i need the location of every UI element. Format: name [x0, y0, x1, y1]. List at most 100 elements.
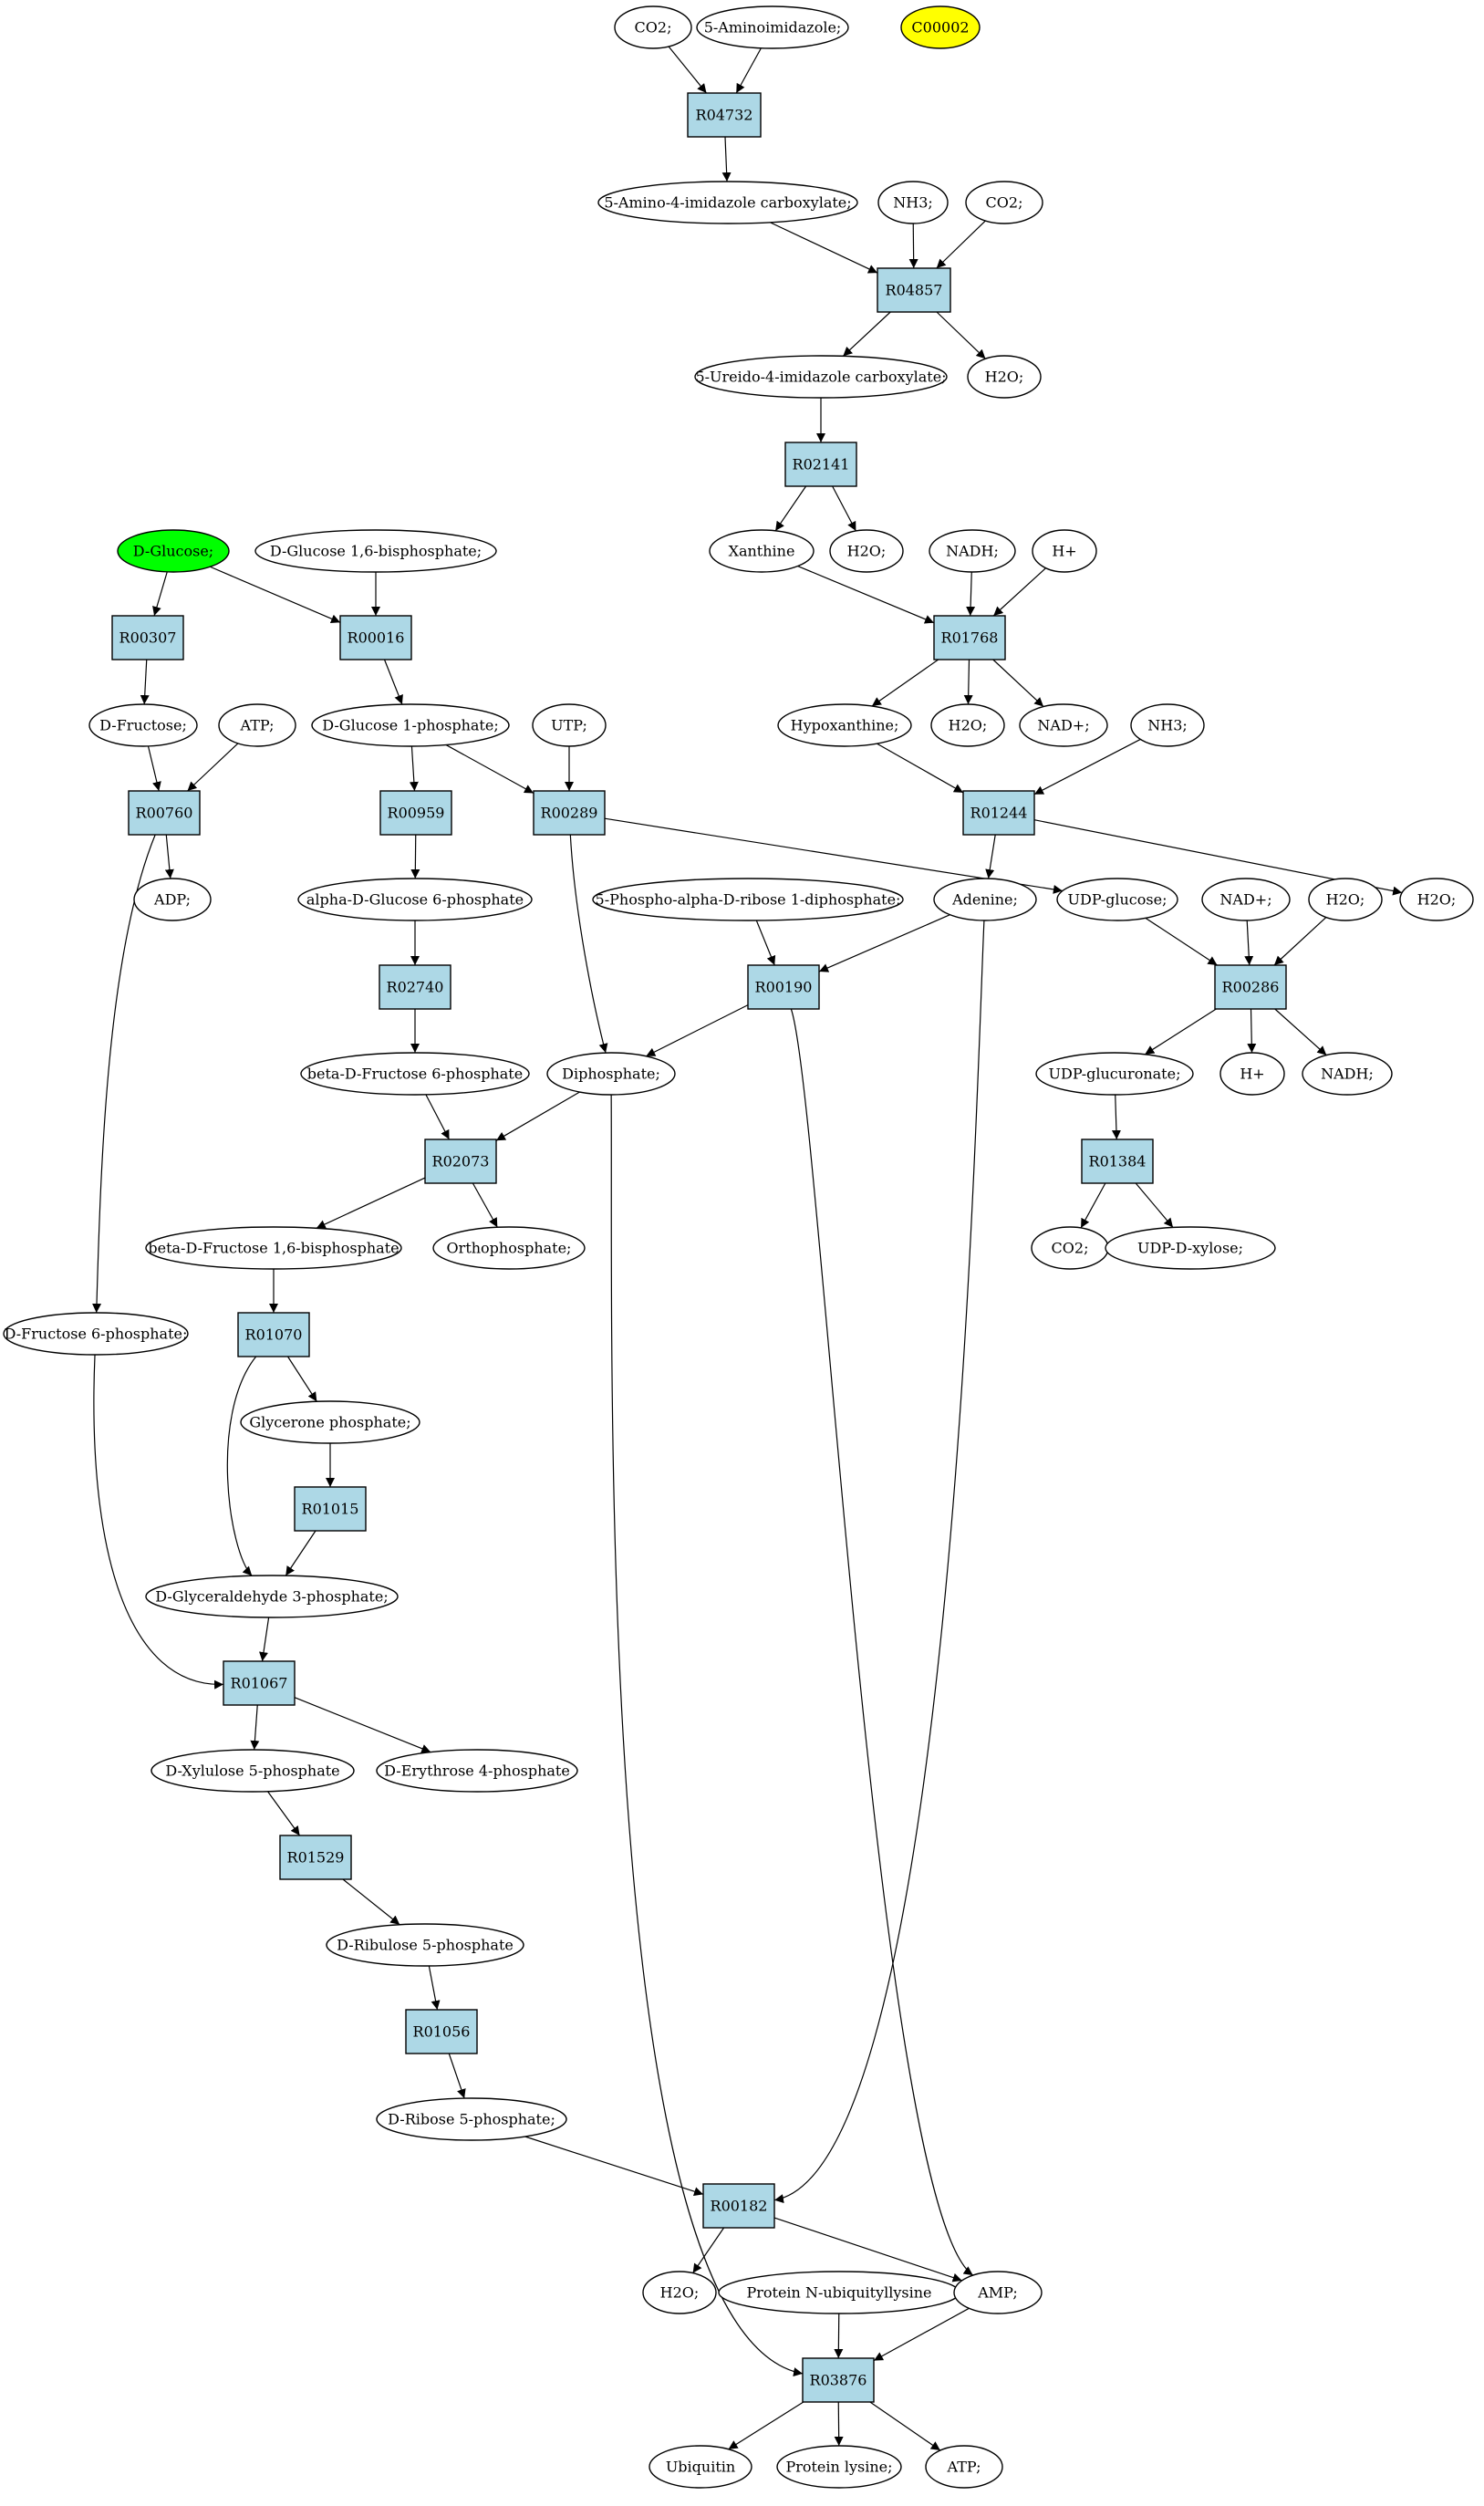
compound-node-h2o_2[interactable]: H2O; [829, 529, 904, 573]
compound-node-nadplus_1[interactable]: NAD+; [1019, 703, 1108, 747]
compound-node-utp[interactable]: UTP; [532, 703, 607, 747]
edge-R00286-to-hplus_2 [1247, 1008, 1257, 1054]
reaction-box [294, 1486, 367, 1532]
compound-node-dglucose[interactable]: D-Glucose; [117, 529, 230, 573]
reaction-node-R00182[interactable]: R00182 [702, 2183, 775, 2229]
reaction-node-R04857[interactable]: R04857 [877, 267, 951, 313]
reaction-node-R01529[interactable]: R01529 [279, 1835, 352, 1880]
reaction-node-R00016[interactable]: R00016 [339, 615, 412, 660]
compound-node-h2o_4[interactable]: H2O; [1308, 878, 1383, 921]
reaction-box [223, 1660, 296, 1706]
compound-node-nadplus_2[interactable]: NAD+; [1201, 878, 1291, 921]
edge-nh3_2-to-R01244 [1033, 738, 1141, 795]
compound-node-udpglucose[interactable]: UDP-glucose; [1056, 878, 1178, 921]
compound-node-udpglucuronate[interactable]: UDP-glucuronate; [1035, 1052, 1194, 1096]
compound-node-co2_2[interactable]: CO2; [965, 181, 1043, 224]
reaction-node-R04732[interactable]: R04732 [687, 92, 762, 138]
compound-node-g16bp[interactable]: D-Glucose 1,6-bisphosphate; [254, 529, 497, 573]
compound-node-aicar[interactable]: 5-Amino-4-imidazole carboxylate; [597, 181, 858, 224]
compound-node-co2_1[interactable]: CO2; [614, 5, 692, 49]
reaction-node-R01384[interactable]: R01384 [1081, 1139, 1154, 1184]
compound-label: NAD+; [1219, 891, 1271, 909]
compound-node-prpp[interactable]: 5-Phospho-alpha-D-ribose 1-diphosphate; [592, 878, 904, 921]
reaction-node-R00286[interactable]: R00286 [1214, 964, 1287, 1010]
compound-node-nh3_1[interactable]: NH3; [877, 181, 949, 224]
compound-label: D-Fructose; [99, 717, 187, 734]
compound-node-co2_3[interactable]: CO2; [1031, 1226, 1109, 1270]
compound-node-proteinlysine[interactable]: Protein lysine; [776, 2445, 902, 2489]
compound-ellipse [376, 1749, 578, 1793]
compound-node-g3p[interactable]: D-Glyceraldehyde 3-phosphate; [145, 1575, 399, 1618]
compound-node-nadh_1[interactable]: NADH; [929, 529, 1016, 573]
reaction-node-R02141[interactable]: R02141 [784, 442, 857, 487]
compound-node-r5p[interactable]: D-Ribose 5-phosphate; [376, 2097, 567, 2141]
reaction-node-R00190[interactable]: R00190 [747, 964, 820, 1010]
compound-ellipse [546, 1052, 676, 1096]
reaction-node-R01244[interactable]: R01244 [962, 790, 1035, 836]
compound-node-amp[interactable]: AMP; [953, 2271, 1043, 2314]
compound-node-udpxylose[interactable]: UDP-D-xylose; [1105, 1226, 1276, 1270]
reaction-node-R01070[interactable]: R01070 [237, 1312, 310, 1357]
compound-node-ubiquitin[interactable]: Ubiquitin [649, 2445, 752, 2489]
compound-node-h2o_3[interactable]: H2O; [930, 703, 1005, 747]
compound-node-xanthine[interactable]: Xanthine [709, 529, 815, 573]
reaction-node-R00307[interactable]: R00307 [111, 615, 184, 660]
compound-node-diphosphate[interactable]: Diphosphate; [546, 1052, 676, 1096]
compound-node-hplus_1[interactable]: H+ [1032, 529, 1097, 573]
reaction-node-R01056[interactable]: R01056 [405, 2009, 478, 2054]
compound-label: Orthophosphate; [447, 1240, 572, 1257]
compound-label: Diphosphate; [562, 1066, 660, 1083]
reaction-node-R00289[interactable]: R00289 [533, 790, 606, 836]
compound-node-bf16bp[interactable]: beta-D-Fructose 1,6-bisphosphate [145, 1226, 402, 1270]
compound-node-c00002[interactable]: C00002 [900, 5, 981, 49]
compound-node-h2o_6[interactable]: H2O; [642, 2271, 717, 2314]
compound-node-adp[interactable]: ADP; [133, 878, 212, 921]
compound-node-h2o_5[interactable]: H2O; [1399, 878, 1474, 921]
compound-node-bf6p[interactable]: beta-D-Fructose 6-phosphate [300, 1052, 530, 1096]
reaction-label: R02141 [793, 456, 850, 473]
reaction-box [877, 267, 951, 313]
compound-node-glyceronep[interactable]: Glycerone phosphate; [240, 1400, 420, 1444]
compound-node-hypoxanthine[interactable]: Hypoxanthine; [777, 703, 912, 747]
compound-node-g1p[interactable]: D-Glucose 1-phosphate; [311, 703, 510, 747]
compound-node-ru5p[interactable]: D-Ribulose 5-phosphate [326, 1923, 524, 1967]
compound-node-ag6p[interactable]: alpha-D-Glucose 6-phosphate [297, 878, 533, 921]
edge-aminoimidazole-to-R04732 [735, 47, 762, 94]
compound-node-e4p[interactable]: D-Erythrose 4-phosphate [376, 1749, 578, 1793]
reaction-box [784, 442, 857, 487]
compound-ellipse [953, 2271, 1043, 2314]
reaction-label: R01768 [941, 629, 999, 647]
compound-node-xu5p[interactable]: D-Xylulose 5-phosphate [150, 1749, 355, 1793]
compound-node-proteinubi[interactable]: Protein N-ubiquityllysine [718, 2271, 960, 2314]
compound-ellipse [930, 703, 1005, 747]
reaction-node-R01768[interactable]: R01768 [933, 615, 1006, 660]
compound-node-atp_2[interactable]: ATP; [925, 2445, 1003, 2489]
compound-node-adenine[interactable]: Adenine; [933, 878, 1037, 921]
compound-node-h2o_1[interactable]: H2O; [967, 355, 1042, 399]
reaction-node-R00760[interactable]: R00760 [128, 790, 201, 836]
compound-node-df6p[interactable]: D-Fructose 6-phosphate; [3, 1312, 189, 1356]
compound-ellipse [877, 181, 949, 224]
reaction-node-R02073[interactable]: R02073 [424, 1139, 497, 1184]
compound-node-nh3_2[interactable]: NH3; [1130, 703, 1205, 747]
compound-node-ureido[interactable]: 5-Ureido-4-imidazole carboxylate; [694, 355, 948, 399]
compound-label: Xanthine [729, 543, 795, 560]
reaction-node-R01067[interactable]: R01067 [223, 1660, 296, 1706]
compound-label: UDP-glucose; [1068, 891, 1167, 909]
edge-R00190-to-amp [790, 1008, 974, 2276]
compound-node-aminoimidazole[interactable]: 5-Aminoimidazole; [696, 5, 849, 49]
compound-node-nadh_2[interactable]: NADH; [1302, 1052, 1393, 1096]
edge-h2o_4-to-R00286 [1273, 917, 1327, 966]
compound-node-dfructose[interactable]: D-Fructose; [88, 703, 198, 747]
compound-ellipse [1032, 529, 1097, 573]
edge-dglucose-to-R00016 [210, 566, 341, 623]
reaction-box [405, 2009, 478, 2054]
compound-node-atp_1[interactable]: ATP; [218, 703, 296, 747]
reaction-node-R01015[interactable]: R01015 [294, 1486, 367, 1532]
compound-node-hplus_2[interactable]: H+ [1219, 1052, 1285, 1096]
compound-node-orthophosphate[interactable]: Orthophosphate; [432, 1226, 586, 1270]
reaction-node-R02740[interactable]: R02740 [379, 964, 451, 1010]
reaction-node-R03876[interactable]: R03876 [802, 2357, 875, 2403]
reaction-node-R00959[interactable]: R00959 [379, 790, 452, 836]
compound-ellipse [696, 5, 849, 49]
